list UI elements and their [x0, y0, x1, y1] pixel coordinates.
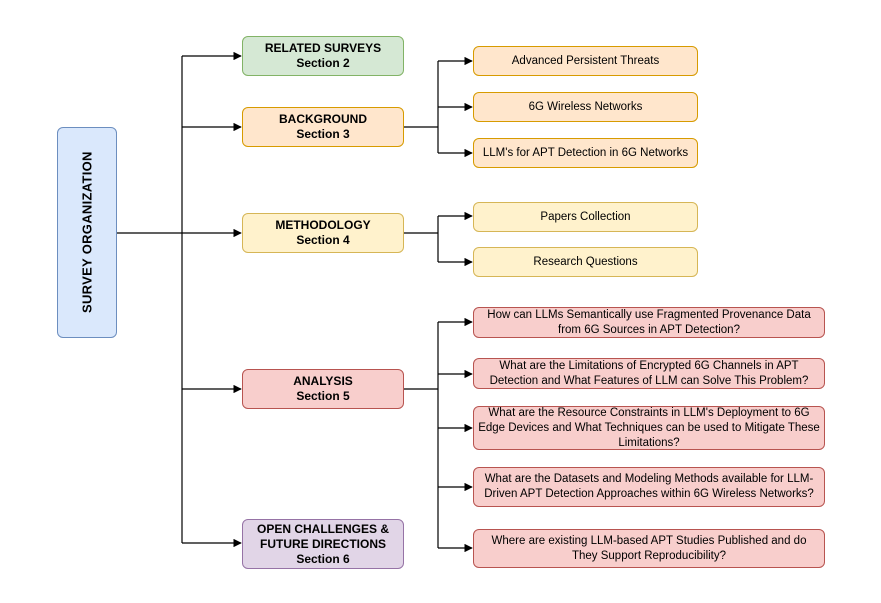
background-topic-node: LLM's for APT Detection in 6G Networks [473, 138, 698, 168]
section-node-background: BACKGROUND Section 3 [242, 107, 404, 147]
methodology-topic-node: Papers Collection [473, 202, 698, 232]
section-number: Section 6 [296, 551, 350, 566]
section-title: ANALYSIS [293, 374, 353, 388]
analysis-question-node: How can LLMs Semantically use Fragmented… [473, 307, 825, 338]
background-topic-node: Advanced Persistent Threats [473, 46, 698, 76]
topic-label: Research Questions [533, 255, 638, 268]
section-node-related-surveys: RELATED SURVEYS Section 2 [242, 36, 404, 76]
section-node-open-challenges: OPEN CHALLENGES & FUTURE DIRECTIONS Sect… [242, 519, 404, 569]
analysis-question-node: What are the Limitations of Encrypted 6G… [473, 358, 825, 389]
section-number: Section 5 [296, 389, 350, 403]
section-node-analysis: ANALYSIS Section 5 [242, 369, 404, 409]
section-number: Section 4 [296, 233, 350, 247]
background-topic-node: 6G Wireless Networks [473, 92, 698, 122]
analysis-question-node: Where are existing LLM-based APT Studies… [473, 529, 825, 568]
topic-label: Advanced Persistent Threats [511, 54, 660, 67]
methodology-topic-node: Research Questions [473, 247, 698, 277]
topic-label: Papers Collection [540, 210, 631, 223]
question-label: Where are existing LLM-based APT Studies… [491, 534, 807, 562]
root-node: SURVEY ORGANIZATION [57, 127, 117, 338]
section-title: BACKGROUND [279, 112, 367, 126]
section-number: Section 2 [296, 56, 350, 70]
question-label: What are the Resource Constraints in LLM… [478, 406, 820, 449]
topic-label: 6G Wireless Networks [528, 100, 643, 113]
section-title: METHODOLOGY [275, 218, 371, 232]
question-label: What are the Datasets and Modeling Metho… [484, 473, 814, 500]
section-node-methodology: METHODOLOGY Section 4 [242, 213, 404, 253]
topic-label: LLM's for APT Detection in 6G Networks [482, 146, 689, 159]
section-title: OPEN CHALLENGES & FUTURE DIRECTIONS [256, 521, 389, 551]
question-label: What are the Limitations of Encrypted 6G… [489, 359, 809, 387]
section-number: Section 3 [296, 127, 350, 141]
section-title: RELATED SURVEYS [264, 41, 382, 55]
question-label: How can LLMs Semantically use Fragmented… [487, 308, 811, 336]
root-label: SURVEY ORGANIZATION [79, 151, 95, 314]
analysis-question-node: What are the Datasets and Modeling Metho… [473, 467, 825, 507]
analysis-question-node: What are the Resource Constraints in LLM… [473, 406, 825, 450]
